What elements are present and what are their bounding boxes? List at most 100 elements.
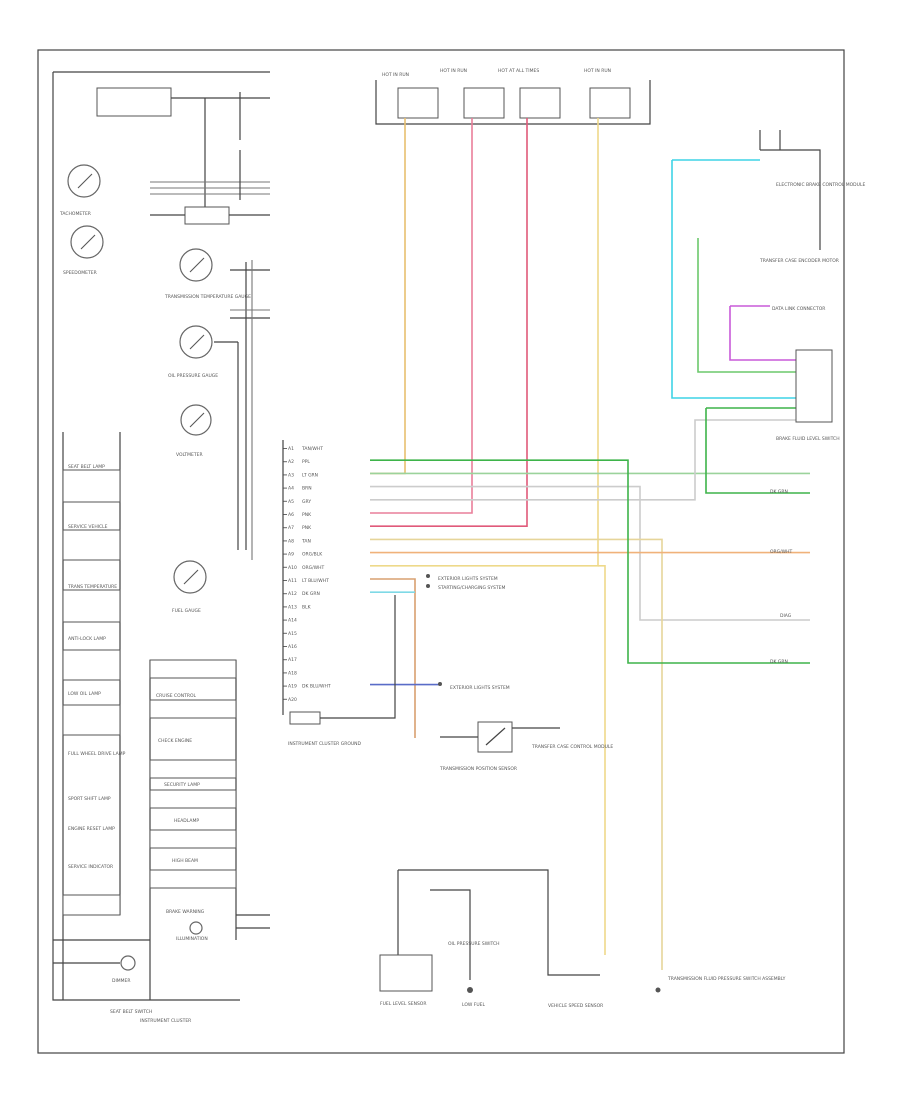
mid-check-engine: CHECK ENGINE (158, 738, 192, 744)
pin-label: A20 (288, 697, 297, 703)
note-oil-switch: OIL PRESSURE SWITCH (448, 941, 500, 947)
pin-label: A15 (288, 631, 297, 637)
pin-label: A4 (288, 486, 294, 492)
pin-wire-color: GRY (302, 499, 311, 505)
speedometer-label: SPEEDOMETER (63, 270, 97, 276)
note-transfer: TRANSFER CASE CONTROL MODULE (531, 744, 613, 750)
mid-headlamp: HEADLAMP (174, 818, 199, 824)
sensor-low-label: DATA LINK CONNECTOR (772, 306, 825, 312)
indicator-seat-belt: SEAT BELT LAMP (68, 464, 105, 470)
note-trans-temp: TRANSMISSION FLUID PRESSURE SWITCH ASSEM… (667, 976, 786, 982)
wire-grn-right (697, 238, 796, 373)
trans-temp-gauge: TRANSMISSION TEMPERATURE GAUGE (164, 248, 251, 300)
mid-indicator-column: CRUISE CONTROL CHECK ENGINE SECURITY LAM… (149, 659, 270, 1000)
pin-label: A3 (288, 472, 294, 478)
mid-high-beam: HIGH BEAM (172, 858, 198, 864)
sensor-top-label: ELECTRONIC BRAKE CONTROL MODULE (776, 182, 865, 188)
fuel-gauge-label: FUEL GAUGE (172, 608, 201, 614)
mid-cruise: CRUISE CONTROL (156, 693, 196, 699)
pin-label: A19 (288, 684, 297, 690)
wire-lt-blu-right (671, 160, 796, 399)
edge-label-4: DK GRN (770, 659, 788, 665)
wire-org-wht (370, 578, 416, 738)
edge-label-1: DK GRN (770, 489, 788, 495)
pin-wire-color: BRN (302, 486, 312, 492)
voltmeter-label: VOLTMETER (176, 452, 203, 458)
mid-illumination: ILLUMINATION (176, 936, 208, 942)
instrument-cluster-section: TACHOMETER SPEEDOMETER TRANSMISSION TEMP… (52, 71, 270, 1024)
tachometer-label: TACHOMETER (59, 211, 91, 217)
right-sensor-block: ELECTRONIC BRAKE CONTROL MODULE TRANSFER… (759, 130, 865, 665)
wire-tan (370, 538, 663, 970)
pin-label: A13 (288, 604, 297, 610)
wire-hot-run-1 (370, 118, 406, 475)
note-ext-b: STARTING/CHARGING SYSTEM (438, 585, 505, 591)
fuel-gauge: FUEL GAUGE (172, 560, 207, 614)
colored-wires (370, 118, 810, 970)
connector-label: BRAKE FLUID LEVEL SWITCH (776, 436, 840, 442)
wire-gry (370, 419, 796, 501)
note-ext-c: EXTERIOR LIGHTS SYSTEM (450, 685, 510, 691)
pin-label: A12 (288, 591, 297, 597)
pin-label: A6 (288, 512, 294, 518)
cluster-title: INSTRUMENT CLUSTER (140, 1018, 191, 1024)
speedometer-gauge: SPEEDOMETER (63, 225, 104, 276)
pin-wire-color: TAN/WHT (301, 446, 323, 452)
left-indicator-column: SEAT BELT LAMP SERVICE VEHICLE TRANS TEM… (62, 432, 126, 1000)
edge-label-3: DIAG (780, 613, 792, 619)
voltmeter-gauge: VOLTMETER (176, 404, 212, 458)
fuel-level-sender (379, 954, 433, 992)
pin-wire-color: TAN (301, 538, 311, 544)
pin-label: A10 (288, 565, 297, 571)
indicator-trans-temp: TRANS TEMPERATURE (67, 584, 117, 590)
note-ground: INSTRUMENT CLUSTER GROUND (288, 741, 362, 747)
indicator-anti-lock: ANTI-LOCK LAMP (68, 636, 106, 642)
pin-wire-color: DK GRN (302, 591, 320, 597)
lower-components: EXTERIOR LIGHTS SYSTEM STARTING/CHARGING… (288, 574, 786, 1009)
pin-label: A17 (288, 657, 297, 663)
pin-wire-color: LT GRN (302, 472, 318, 478)
dimmer-label: DIMMER (112, 978, 131, 984)
pin-label: A5 (288, 499, 294, 505)
conn-label-2: HOT IN RUN (440, 68, 467, 74)
note-speed-sensor: VEHICLE SPEED SENSOR (548, 1003, 603, 1009)
pin-wire-color: DK BLU/WHT (302, 684, 331, 690)
fuse-block-connectors: HOT IN RUN HOT IN RUN HOT AT ALL TIMES H… (375, 68, 651, 125)
pin-wire-color: LT BLU/WHT (302, 578, 329, 584)
pin-label: A7 (288, 525, 294, 531)
indicator-service: SERVICE VEHICLE (68, 524, 108, 530)
oil-pressure-label: OIL PRESSURE GAUGE (168, 373, 218, 379)
wire-hot-batt (370, 118, 528, 528)
pin-label: A11 (288, 578, 297, 584)
pin-label: A18 (288, 670, 297, 676)
tachometer-gauge: TACHOMETER (59, 164, 101, 217)
trans-temp-label: TRANSMISSION TEMPERATURE GAUGE (164, 294, 251, 300)
sensor-mid-label: TRANSFER CASE ENCODER MOTOR (759, 258, 839, 264)
indicator-sport-shift: SPORT SHIFT LAMP (68, 796, 111, 802)
pin-label: A1 (288, 446, 294, 452)
indicator-service-2: SERVICE INDICATOR (68, 864, 113, 870)
wire-dk-grn (370, 459, 810, 664)
pin-wire-color: BLK (302, 604, 312, 610)
pin-label: A14 (288, 618, 297, 624)
conn-label-1: HOT IN RUN (382, 72, 409, 78)
wire-ppl-right (729, 306, 796, 361)
mid-brake: BRAKE WARNING (166, 909, 205, 915)
note-trans-ctrl: TRANSMISSION POSITION SENSOR (439, 766, 517, 772)
mid-security: SECURITY LAMP (164, 782, 200, 788)
pin-wire-color: ORG/BLK (302, 552, 323, 558)
seat-belt-switch-label: SEAT BELT SWITCH (110, 1009, 152, 1015)
note-low-fuel: LOW FUEL (462, 1002, 485, 1008)
conn-label-3: HOT AT ALL TIMES (498, 68, 539, 74)
indicator-low-oil: LOW OIL LAMP (68, 691, 101, 697)
pin-wire-color: PNK (302, 525, 312, 531)
wire-speed-sensor (598, 564, 606, 955)
pin-label: A9 (288, 552, 294, 558)
pin-label: A2 (288, 459, 294, 465)
pin-label: A8 (288, 538, 294, 544)
pin-label: A16 (288, 644, 297, 650)
indicator-engine-reset: ENGINE RESET LAMP (68, 826, 115, 832)
oil-pressure-gauge: OIL PRESSURE GAUGE (168, 325, 218, 379)
